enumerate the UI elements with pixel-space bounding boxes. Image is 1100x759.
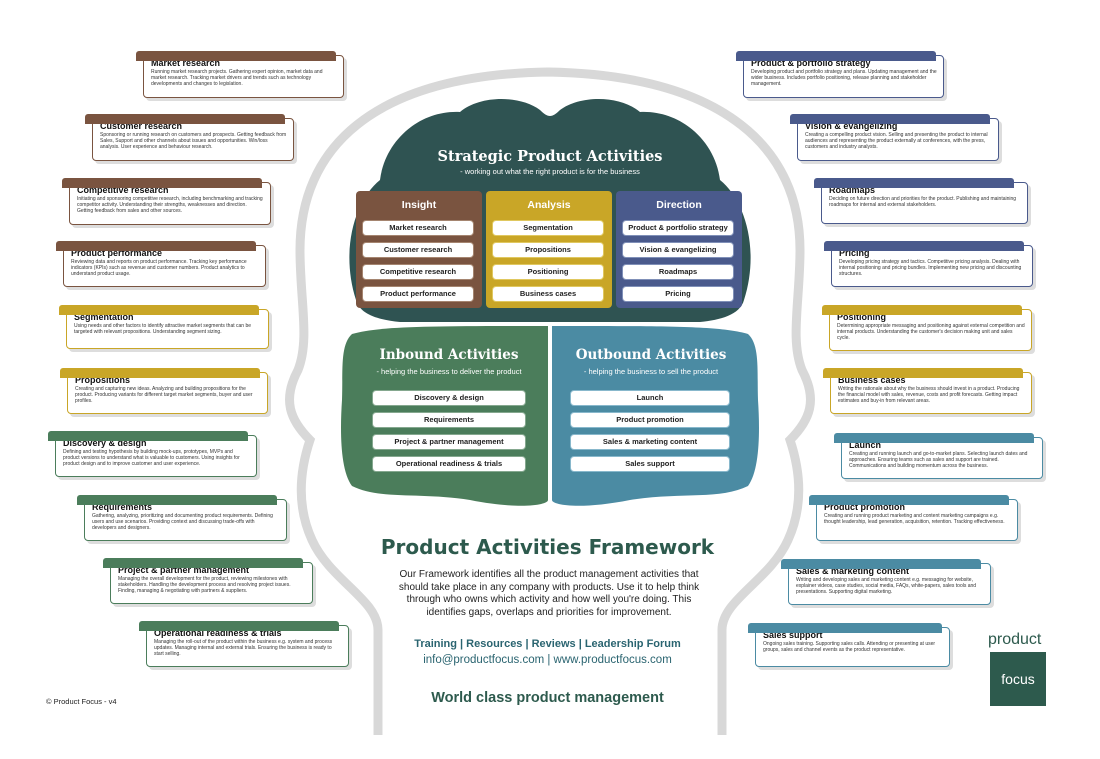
- analysis-header: Analysis: [527, 199, 571, 211]
- card-text: Running market research projects. Gather…: [151, 69, 323, 88]
- inbound-subtitle: - helping the business to deliver the pr…: [376, 367, 522, 376]
- pill-project-partner-management: Project & partner management: [372, 434, 526, 450]
- strategic-title: Strategic Product Activities: [437, 148, 663, 165]
- pill-business-cases: Business cases: [492, 286, 604, 302]
- card-text: Writing the rationale about why the busi…: [838, 386, 1020, 405]
- outbound-title: Outbound Activities: [575, 347, 727, 363]
- card-text: Reviewing data and reports on product pe…: [71, 259, 247, 278]
- card-title: Positioning: [837, 312, 886, 322]
- card-text: Managing the overall development for the…: [118, 576, 291, 595]
- card-title: Market research: [151, 58, 221, 68]
- card-text: Creating and running launch and go-to-ma…: [849, 451, 1028, 470]
- outbound-subtitle: - helping the business to sell the produ…: [583, 367, 719, 376]
- card-title: Business cases: [838, 375, 906, 385]
- pill-product-portfolio-strategy: Product & portfolio strategy: [622, 220, 734, 236]
- card-title: Segmentation: [74, 312, 134, 322]
- pill-competitive-research: Competitive research: [362, 264, 474, 280]
- framework-title: Product Activities Framework: [380, 535, 715, 559]
- card-text: Defining and testing hypothesis by build…: [63, 449, 240, 468]
- card-text: Creating and running product marketing a…: [824, 513, 1005, 526]
- pill-positioning: Positioning: [492, 264, 604, 280]
- pill-segmentation: Segmentation: [492, 220, 604, 236]
- framework-links[interactable]: Training | Resources | Reviews | Leaders…: [414, 638, 681, 650]
- card-title: Competitive research: [77, 185, 169, 195]
- copyright: © Product Focus - v4: [46, 697, 117, 706]
- card-title: Vision & evangelizing: [805, 121, 898, 131]
- card-text: Developing pricing strategy and tactics.…: [839, 259, 1022, 278]
- card-title: Sales & marketing content: [796, 566, 910, 576]
- card-text: Determining appropriate messaging and po…: [837, 323, 1025, 342]
- framework-description: Our Framework identifies all the product…: [398, 569, 700, 618]
- pill-operational-readiness: Operational readiness & trials: [372, 456, 526, 472]
- card-text: Ongoing sales training. Supporting sales…: [763, 641, 936, 654]
- pill-requirements: Requirements: [372, 412, 526, 428]
- pill-product-promotion: Product promotion: [570, 412, 730, 428]
- card-title: Roadmaps: [829, 185, 876, 195]
- direction-header: Direction: [656, 199, 702, 211]
- card-text: Using needs and other factors to identif…: [74, 323, 252, 336]
- card-title: Product & portfolio strategy: [751, 58, 871, 68]
- card-text: Deciding on future direction and priorit…: [829, 196, 1017, 209]
- pill-sales-marketing-content: Sales & marketing content: [570, 434, 730, 450]
- pill-launch: Launch: [570, 390, 730, 406]
- framework-tagline: World class product management: [431, 690, 664, 706]
- card-title: Product promotion: [824, 502, 905, 512]
- card-text: Managing the roll-out of the product wit…: [154, 639, 333, 658]
- card-text: Creating and capturing new ideas. Analyz…: [75, 386, 253, 405]
- pill-propositions: Propositions: [492, 242, 604, 258]
- pill-sales-support: Sales support: [570, 456, 730, 472]
- card-title: Sales support: [763, 630, 823, 640]
- card-title: Requirements: [92, 502, 153, 512]
- card-text: Sponsoring or running research on custom…: [100, 132, 287, 151]
- pill-vision-evangelizing: Vision & evangelizing: [622, 242, 734, 258]
- card-title: Pricing: [839, 248, 870, 258]
- card-title: Discovery & design: [63, 438, 147, 448]
- logo-box: focus: [990, 652, 1046, 706]
- card-text: Writing and developing sales and marketi…: [796, 577, 977, 596]
- strategic-subtitle: - working out what the right product is …: [460, 167, 640, 176]
- card-title: Product performance: [71, 248, 163, 258]
- card-title: Project & partner management: [118, 565, 250, 575]
- card-title: Customer research: [100, 121, 183, 131]
- card-text: Developing product and portfolio strateg…: [751, 69, 937, 88]
- pill-discovery-design: Discovery & design: [372, 390, 526, 406]
- pill-market-research: Market research: [362, 220, 474, 236]
- inbound-title: Inbound Activities: [379, 347, 519, 363]
- card-title: Operational readiness & trials: [154, 628, 282, 638]
- pill-roadmaps: Roadmaps: [622, 264, 734, 280]
- card-text: Creating a compelling product vision. Se…: [805, 132, 988, 151]
- pill-product-performance: Product performance: [362, 286, 474, 302]
- card-title: Propositions: [75, 375, 131, 385]
- insight-header: Insight: [401, 199, 437, 211]
- pill-pricing: Pricing: [622, 286, 734, 302]
- logo-word: product: [988, 631, 1042, 648]
- card-text: Initiating and sponsoring competitive re…: [77, 196, 263, 215]
- card-title: Launch: [849, 440, 882, 450]
- card-text: Gathering, analyzing, prioritizing and d…: [92, 513, 273, 532]
- framework-contact[interactable]: info@productfocus.com | www.productfocus…: [423, 654, 672, 666]
- pill-customer-research: Customer research: [362, 242, 474, 258]
